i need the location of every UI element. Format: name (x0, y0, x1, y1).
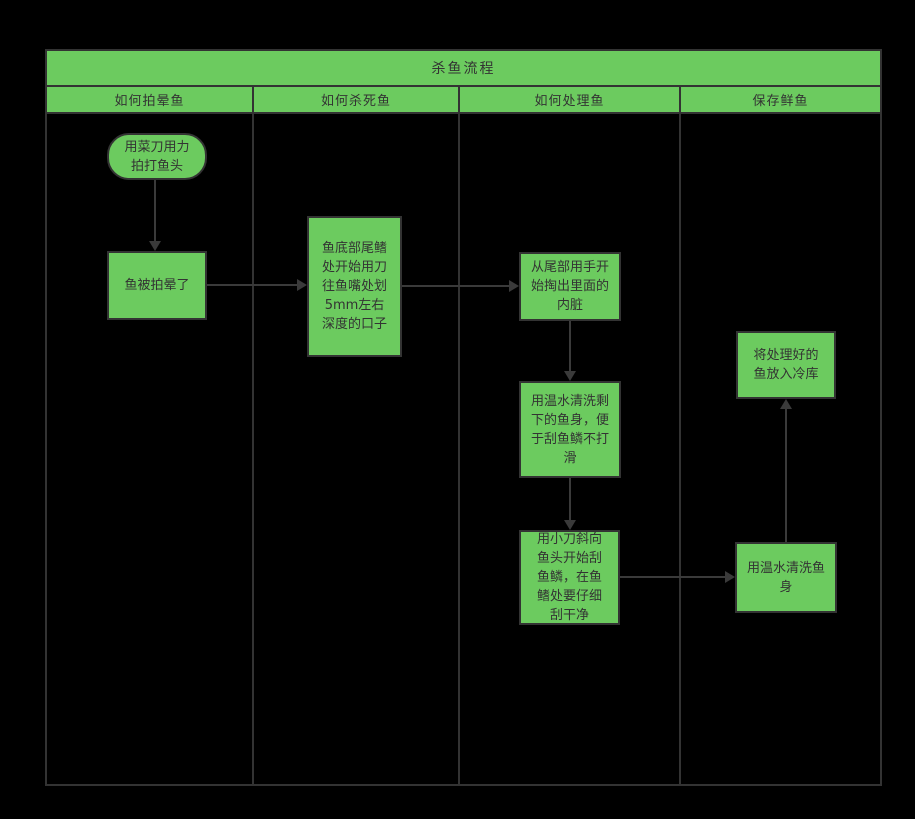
node-scrape-scales: 用小刀斜向鱼头开始刮鱼鳞，在鱼鳍处要仔细刮干净 (519, 530, 620, 625)
lane-header-stun-fish: 如何拍晕鱼 (45, 85, 254, 114)
arrowhead-right-icon (509, 280, 519, 292)
lane-header-label: 保存鲜鱼 (752, 94, 809, 109)
arrowhead-down-icon (564, 520, 576, 530)
arrow-cut-belly-to-remove-guts (402, 285, 509, 287)
arrow-scrape-scales-to-wash-fish (620, 576, 725, 578)
node-label: 用菜刀用力拍打鱼头 (124, 139, 190, 174)
node-label: 用温水清洗鱼身 (747, 560, 826, 595)
node-label: 鱼底部尾鳍处开始用刀往鱼嘴处划5mm左右深度的口子 (321, 241, 387, 332)
node-wash-fish: 用温水清洗鱼身 (735, 542, 837, 613)
lane-header-preserve-fish: 保存鲜鱼 (679, 85, 882, 114)
lane-divider (458, 114, 460, 786)
node-label: 用温水清洗剩下的鱼身，便于刮鱼鳞不打滑 (531, 393, 610, 466)
lane-header-label: 如何杀死鱼 (320, 94, 391, 109)
arrow-hit-head-to-stunned (154, 180, 156, 241)
node-remove-guts: 从尾部用手开始掏出里面的内脏 (519, 252, 621, 321)
node-label: 从尾部用手开始掏出里面的内脏 (531, 260, 610, 313)
arrow-wash-fish-to-cold-storage (785, 409, 787, 542)
node-label: 将处理好的鱼放入冷库 (753, 348, 819, 382)
arrow-wash-body-to-scrape-scales (569, 478, 571, 520)
arrowhead-down-icon (149, 241, 161, 251)
lane-header-label: 如何拍晕鱼 (114, 94, 185, 109)
arrow-remove-guts-to-wash-body (569, 321, 571, 371)
arrowhead-up-icon (780, 399, 792, 409)
node-wash-body: 用温水清洗剩下的鱼身，便于刮鱼鳞不打滑 (519, 381, 621, 478)
node-hit-head: 用菜刀用力拍打鱼头 (107, 133, 207, 180)
lane-header-kill-fish: 如何杀死鱼 (252, 85, 460, 114)
lane-divider (679, 114, 681, 786)
diagram-title: 杀鱼流程 (431, 61, 496, 77)
lane-header-label: 如何处理鱼 (534, 94, 605, 109)
arrowhead-right-icon (725, 571, 735, 583)
arrowhead-down-icon (564, 371, 576, 381)
node-label: 鱼被拍晕了 (124, 278, 190, 293)
lane-divider (252, 114, 254, 786)
node-stunned: 鱼被拍晕了 (107, 251, 207, 320)
node-cut-belly: 鱼底部尾鳍处开始用刀往鱼嘴处划5mm左右深度的口子 (307, 216, 402, 357)
diagram-title-bar: 杀鱼流程 (45, 49, 882, 87)
node-label: 用小刀斜向鱼头开始刮鱼鳞，在鱼鳍处要仔细刮干净 (536, 532, 602, 623)
node-cold-storage: 将处理好的鱼放入冷库 (736, 331, 836, 399)
lane-header-process-fish: 如何处理鱼 (458, 85, 681, 114)
arrow-stunned-to-cut-belly (207, 284, 297, 286)
arrowhead-right-icon (297, 279, 307, 291)
